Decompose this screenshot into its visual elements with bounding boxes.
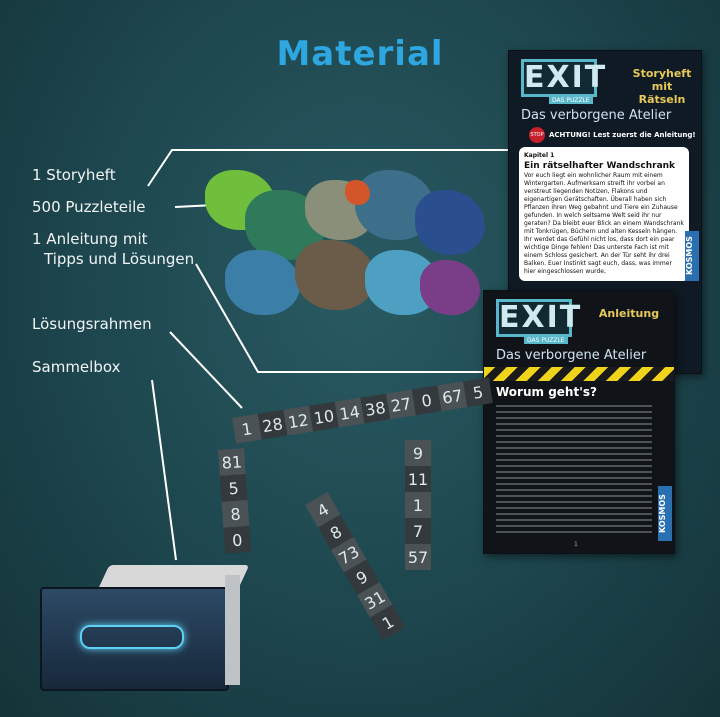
solution-cell: 11 — [405, 466, 431, 492]
exit-logo: EXIT — [521, 59, 605, 97]
solution-cell: 0 — [411, 385, 442, 416]
solution-cell: 1 — [232, 413, 262, 444]
solution-cell: 10 — [309, 401, 339, 432]
solution-cell: 67 — [437, 381, 468, 412]
solution-cell: 5 — [219, 474, 248, 502]
solution-cell: 14 — [334, 397, 365, 428]
solution-cell: 1 — [405, 492, 431, 518]
solution-cell: 8 — [221, 500, 250, 528]
label-anleitung-2: Tipps und Lösungen — [44, 250, 195, 268]
solution-cell: 81 — [218, 448, 246, 476]
solution-cell: 0 — [223, 525, 252, 554]
collection-box — [40, 565, 250, 691]
label-storyheft: 1 Storyheft — [32, 166, 116, 184]
solution-cell: 38 — [360, 393, 391, 424]
exit-logo-sub: DAS PUZZLE — [524, 337, 568, 344]
chapter-text: Vor euch liegt ein wohnlicher Raum mit e… — [524, 172, 684, 275]
chapter-card: Kapitel 1 Ein rätselhafter Wandschrank V… — [519, 147, 689, 281]
label-anleitung-1: 1 Anleitung mit — [32, 230, 148, 248]
booklet-subtitle: Das verborgene Atelier — [521, 108, 672, 123]
page-title: Material — [276, 34, 444, 74]
solution-cell: 7 — [405, 518, 431, 544]
solution-cell: 57 — [405, 544, 431, 570]
chapter-label: Kapitel 1 — [524, 152, 555, 159]
booklet-kind: Anleitung — [598, 307, 660, 320]
solution-cell: 12 — [283, 405, 314, 436]
label-puzzleteile: 500 Puzzleteile — [32, 198, 146, 216]
exit-logo: EXIT — [496, 299, 580, 337]
stop-icon: STOP — [529, 127, 545, 143]
booklet-subtitle: Das verborgene Atelier — [496, 348, 647, 363]
kosmos-brand: KOSMOS — [685, 231, 699, 281]
page-number: 1 — [574, 541, 578, 548]
label-loesungsrahmen: Lösungsrahmen — [32, 315, 152, 333]
solution-cell: 28 — [257, 409, 288, 440]
anleitung-booklet: EXIT DAS PUZZLE Anleitung Das verborgene… — [483, 290, 675, 554]
warning-text: ACHTUNG! Lest zuerst die Anleitung! — [549, 131, 696, 139]
solution-cell: 5 — [463, 377, 493, 408]
chapter-heading: Ein rätselhafter Wandschrank — [524, 161, 676, 171]
puzzle-pieces — [195, 160, 495, 340]
body-text — [496, 405, 652, 535]
caution-stripe — [484, 367, 674, 381]
label-sammelbox: Sammelbox — [32, 358, 121, 376]
exit-logo-sub: DAS PUZZLE — [549, 97, 593, 104]
kosmos-brand: KOSMOS — [658, 486, 672, 541]
solution-cell: 9 — [405, 440, 431, 466]
solution-cell: 27 — [386, 389, 416, 420]
section-heading: Worum geht's? — [496, 385, 597, 399]
